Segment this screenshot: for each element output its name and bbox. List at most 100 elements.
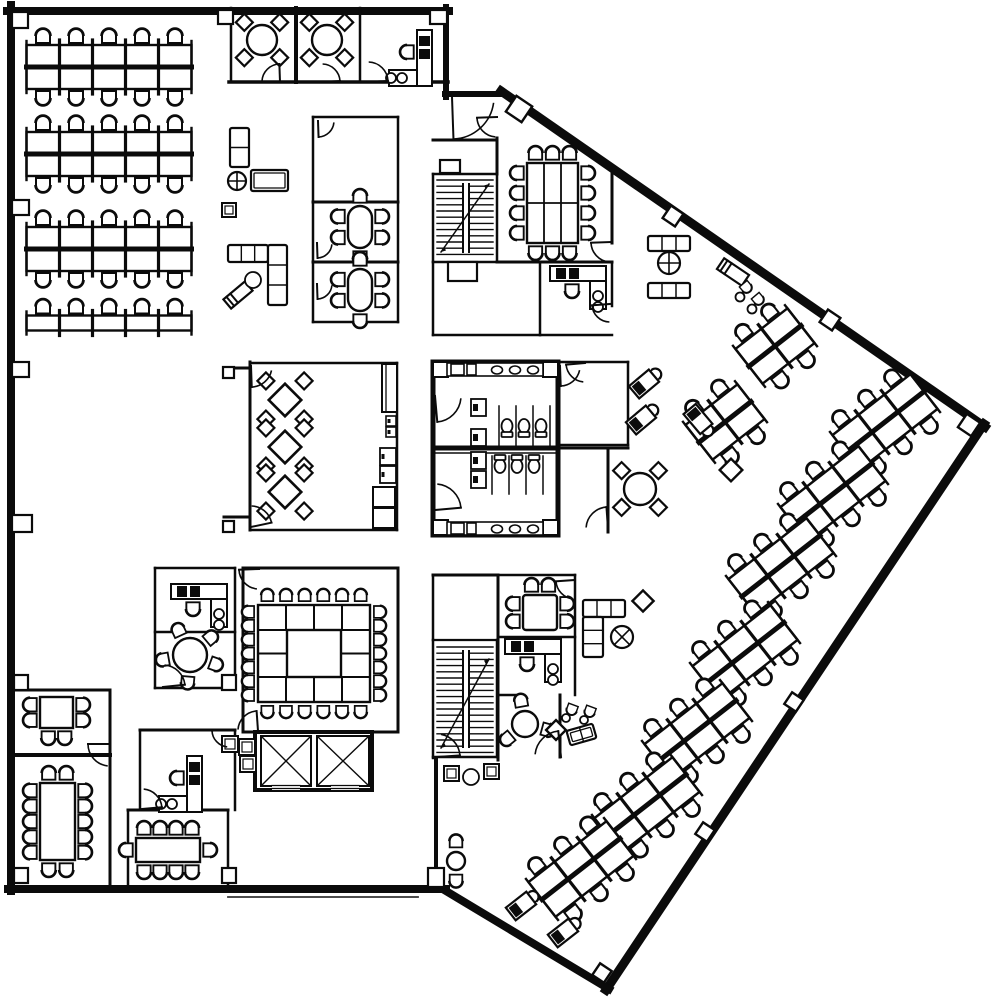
chair — [166, 177, 184, 194]
chair — [40, 764, 58, 781]
chair — [77, 797, 94, 815]
door — [475, 115, 499, 138]
chair — [21, 782, 38, 800]
chair — [504, 595, 521, 613]
door — [315, 282, 333, 301]
stairs — [436, 646, 494, 754]
chair — [544, 245, 561, 262]
chair — [351, 187, 369, 204]
chair — [100, 27, 118, 44]
chair — [628, 838, 649, 859]
chair — [240, 618, 255, 634]
urinal — [470, 451, 487, 470]
chair — [745, 425, 766, 446]
door — [237, 567, 261, 590]
chair — [34, 272, 52, 289]
chair — [918, 414, 939, 435]
chair — [202, 841, 219, 859]
chair — [75, 696, 92, 714]
chair — [727, 553, 748, 574]
door — [558, 364, 581, 388]
chair — [561, 144, 578, 161]
chair — [795, 349, 816, 370]
chair — [201, 629, 220, 648]
chair — [329, 229, 346, 246]
chair — [40, 862, 58, 879]
door — [320, 63, 342, 84]
window-notch — [693, 820, 717, 844]
urinal — [470, 470, 487, 489]
open-office-benches — [24, 27, 194, 338]
sofa — [228, 126, 251, 169]
chair — [553, 835, 574, 856]
sink — [526, 365, 540, 375]
window-notch — [590, 961, 614, 985]
meeting-table — [329, 250, 391, 330]
chair — [579, 815, 600, 836]
meeting-table — [504, 576, 576, 632]
chair — [315, 587, 331, 602]
chair — [184, 601, 202, 618]
chair — [779, 481, 800, 502]
chair — [21, 813, 38, 830]
chair — [294, 501, 315, 522]
table-top — [266, 473, 304, 511]
chair — [269, 47, 290, 68]
chair — [508, 224, 525, 242]
chair — [643, 718, 664, 739]
door — [585, 505, 610, 531]
chair — [508, 184, 525, 202]
meeting-table — [21, 695, 92, 747]
chair — [857, 388, 878, 409]
chair — [67, 90, 85, 107]
chair — [240, 604, 255, 620]
door — [433, 394, 462, 423]
pouf — [660, 203, 686, 229]
sofa — [646, 281, 692, 300]
chair — [240, 646, 255, 661]
door — [87, 743, 111, 767]
round-table — [234, 12, 290, 68]
chair — [75, 711, 92, 729]
chair — [133, 209, 151, 226]
chair — [738, 279, 753, 294]
chair — [294, 370, 315, 391]
chair — [805, 460, 826, 481]
coffee-table — [656, 250, 682, 276]
chair — [21, 797, 38, 815]
cabinet — [238, 738, 256, 756]
chair — [100, 209, 118, 226]
chair — [734, 322, 755, 343]
chair — [373, 659, 388, 675]
chair — [259, 587, 275, 602]
meeting-table — [508, 144, 597, 262]
chair — [67, 209, 85, 226]
office-desk — [170, 583, 228, 631]
chair — [788, 579, 809, 600]
meeting-table — [21, 764, 94, 879]
chair — [34, 297, 52, 315]
chair — [299, 47, 320, 68]
chair — [561, 245, 578, 262]
office-desk — [549, 265, 607, 313]
chair — [166, 90, 184, 107]
chair — [374, 271, 391, 288]
round-table — [611, 460, 669, 518]
chair — [77, 782, 94, 800]
chair — [580, 184, 597, 202]
fixture — [466, 522, 477, 535]
chair — [240, 659, 255, 675]
elevator-car — [260, 735, 312, 787]
desk-bench — [688, 599, 802, 707]
chair — [183, 819, 201, 836]
chair — [167, 864, 185, 881]
desk-bench — [25, 297, 193, 338]
door — [237, 709, 260, 733]
chair — [351, 250, 369, 267]
door — [210, 728, 231, 748]
chair — [166, 272, 184, 289]
chair — [294, 417, 315, 438]
urinal — [470, 428, 487, 447]
pc-desk — [546, 916, 582, 949]
